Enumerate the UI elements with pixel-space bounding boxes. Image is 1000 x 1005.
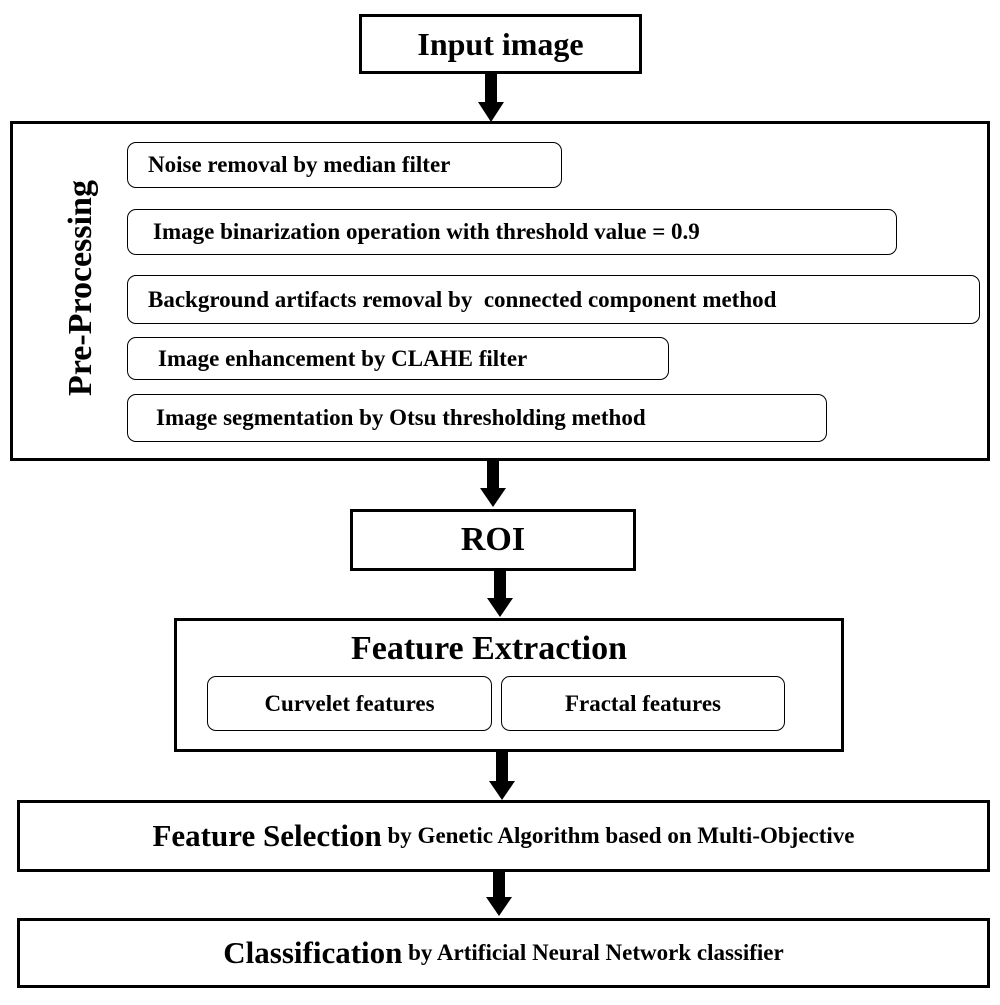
step-label: Noise removal by median filter [148, 152, 451, 177]
classification-detail: by Artificial Neural Network classifier [402, 940, 784, 965]
feature-selection-box: Feature Selection by Genetic Algorithm b… [17, 800, 990, 872]
feature-selection-title: Feature Selection [152, 818, 382, 853]
step-label: Image enhancement by CLAHE filter [158, 345, 528, 371]
roi-label: ROI [460, 521, 526, 558]
input-image-box: Input image [359, 14, 642, 74]
feature-extraction-title: Feature Extraction [350, 630, 628, 667]
classification-box: Classification by Artificial Neural Netw… [17, 918, 990, 988]
step-noise-removal: Noise removal by median filter [127, 142, 562, 188]
classification-title: Classification [223, 935, 403, 970]
arrow-down-icon [486, 872, 512, 916]
feature-selection-detail: by Genetic Algorithm based on Multi-Obje… [381, 823, 855, 848]
step-label: Background artifacts removal by connecte… [148, 286, 777, 312]
arrow-down-icon [478, 74, 504, 122]
step-label: Image segmentation by Otsu thresholding … [156, 405, 646, 430]
fractal-features-box: Fractal features [501, 676, 785, 731]
preprocessing-title: Pre-Processing [62, 180, 99, 396]
input-image-label: Input image [417, 25, 584, 62]
arrow-down-icon [489, 752, 515, 800]
step-binarization: Image binarization operation with thresh… [127, 209, 897, 255]
fractal-features-label: Fractal features [564, 690, 722, 716]
step-label: Image binarization operation with thresh… [153, 219, 700, 244]
curvelet-features-label: Curvelet features [264, 690, 435, 716]
step-background-removal: Background artifacts removal by connecte… [127, 275, 980, 324]
arrow-down-icon [487, 571, 513, 617]
arrow-down-icon [480, 461, 506, 507]
step-segmentation: Image segmentation by Otsu thresholding … [127, 394, 827, 442]
step-clahe: Image enhancement by CLAHE filter [127, 337, 669, 380]
roi-box: ROI [350, 509, 636, 571]
curvelet-features-box: Curvelet features [207, 676, 492, 731]
